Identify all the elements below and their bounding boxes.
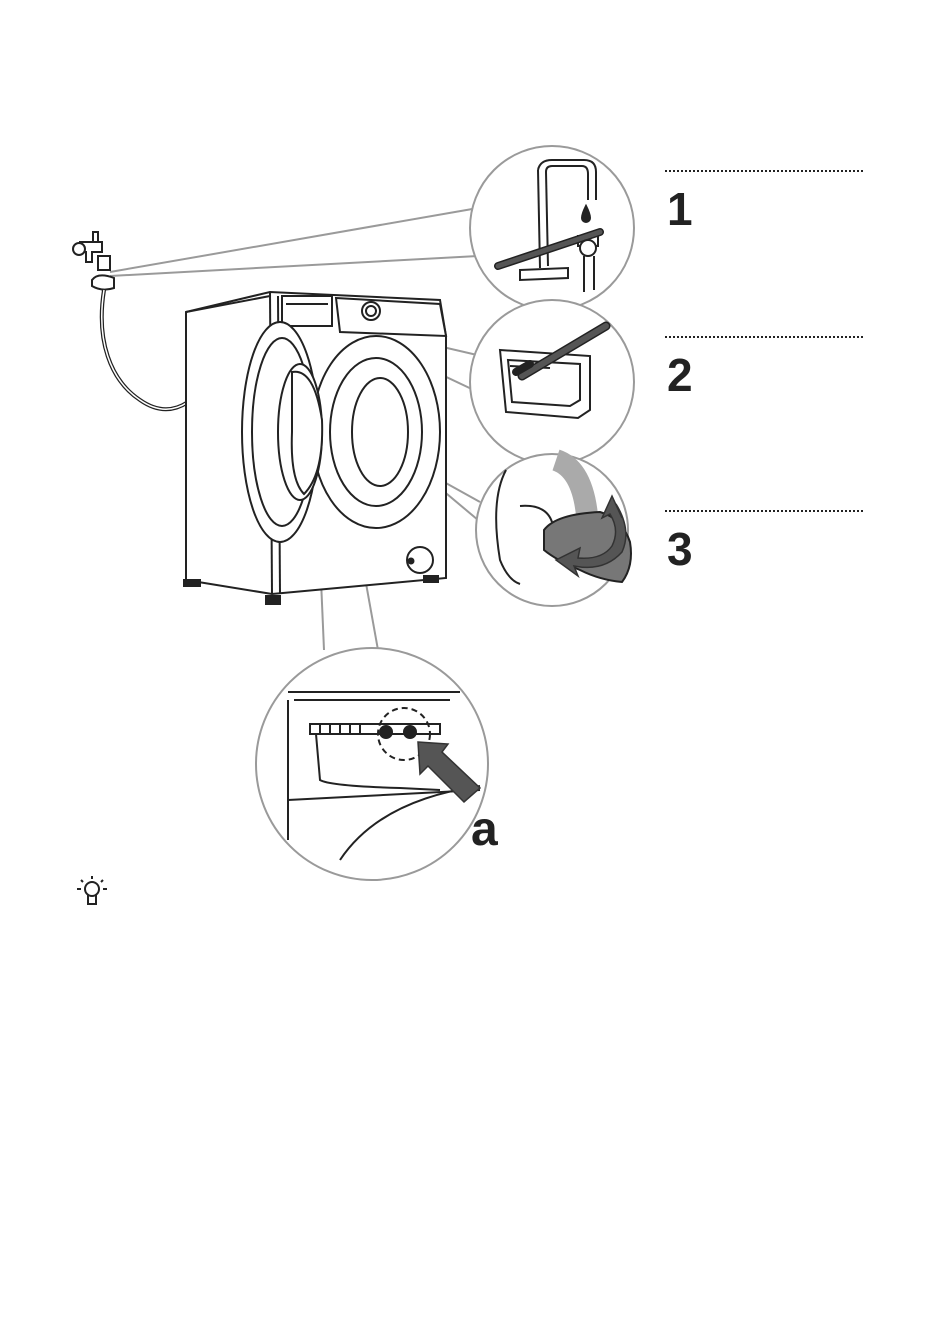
step-2: 2 <box>665 336 865 398</box>
lightbulb-icon <box>77 876 107 904</box>
detail-circle-2 <box>470 300 634 464</box>
detail-circle-1 <box>470 146 634 310</box>
water-tap-icon <box>73 232 188 409</box>
washing-machine <box>184 292 446 604</box>
step-3: 3 <box>665 510 865 572</box>
step-divider <box>665 336 863 338</box>
callout-label-a: a <box>471 806 498 854</box>
step-number: 1 <box>667 186 865 232</box>
step-1: 1 <box>665 170 865 232</box>
detail-circle-a <box>256 648 488 880</box>
step-number: 3 <box>667 526 865 572</box>
detail-circle-3 <box>476 454 631 606</box>
step-divider <box>665 170 863 172</box>
step-number: 2 <box>667 352 865 398</box>
step-divider <box>665 510 863 512</box>
